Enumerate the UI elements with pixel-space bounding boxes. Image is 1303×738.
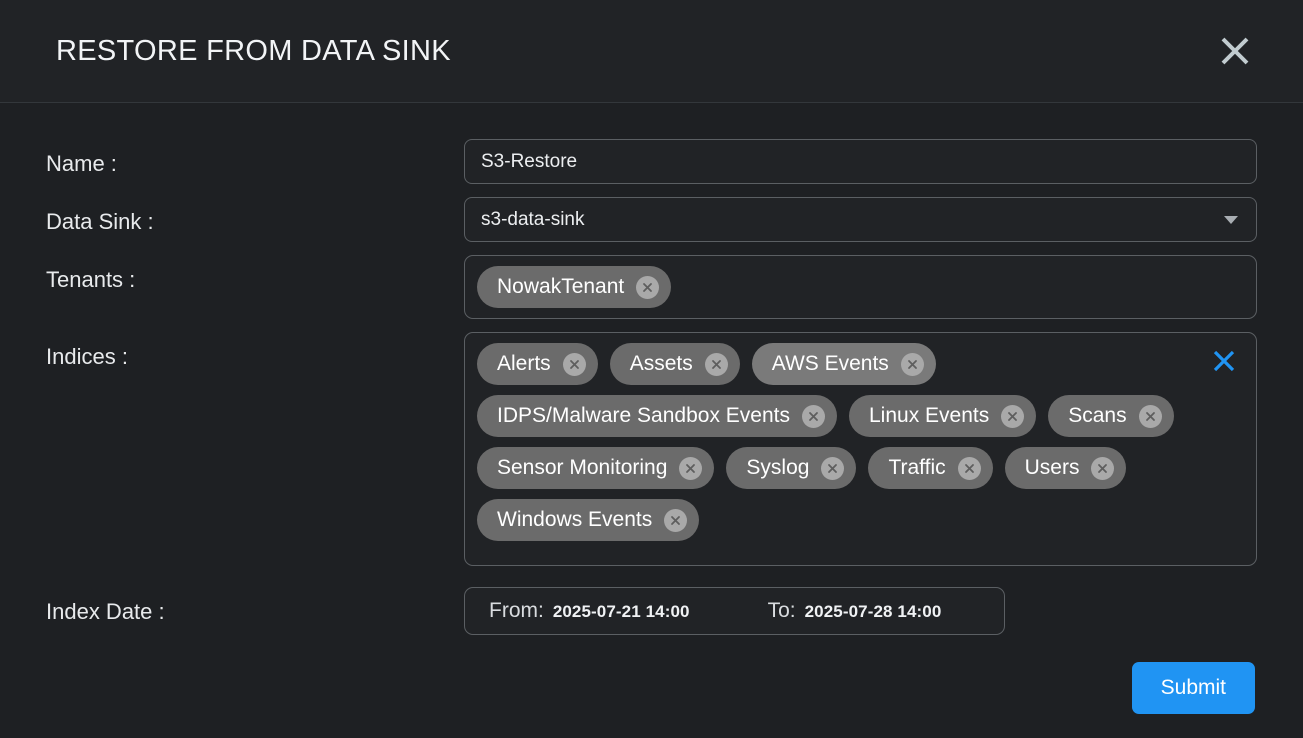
remove-circle-icon[interactable] [679,456,703,480]
field-row-name: Name : [46,139,1257,184]
chip-label: Windows Events [497,508,653,531]
tenants-chip-list: NowakTenant [477,266,1244,308]
date-from-value: 2025-07-21 14:00 [552,602,690,621]
tenants-chip-container[interactable]: NowakTenant [464,255,1257,319]
remove-circle-icon[interactable] [636,275,660,299]
date-from-caption: From: [489,599,544,622]
chip-label: Linux Events [868,404,990,427]
tenants-label: Tenants : [46,267,136,292]
tenants-control: NowakTenant [464,255,1257,319]
chip-label: IDPS/Malware Sandbox Events [497,404,790,427]
chip-label: AWS Events [771,352,889,375]
chip-label: NowakTenant [497,275,625,298]
page-title: RESTORE FROM DATA SINK [56,34,451,67]
chip-label: Sensor Monitoring [497,456,668,479]
chip-label: Traffic [888,456,946,479]
field-row-index-date: Index Date : From: 2025-07-21 14:00 To: … [46,587,1255,635]
index-date-control: From: 2025-07-21 14:00 To: 2025-07-28 14… [464,587,1255,635]
chip[interactable]: Linux Events [848,395,1037,437]
clear-all-x-icon [1210,347,1238,380]
remove-circle-icon[interactable] [704,352,728,376]
chip-label: Syslog [746,456,810,479]
close-icon [1217,33,1253,69]
chip[interactable]: Scans [1048,395,1174,437]
data-sink-control: s3-data-sink [464,197,1257,242]
indices-label: Indices : [46,344,128,369]
name-control [464,139,1257,184]
data-sink-select[interactable]: s3-data-sink [464,197,1257,242]
name-label: Name : [46,151,117,176]
date-to-value: 2025-07-28 14:00 [804,602,942,621]
remove-circle-icon[interactable] [562,352,586,376]
remove-circle-icon[interactable] [900,352,924,376]
remove-circle-icon[interactable] [664,508,688,532]
data-sink-selected-value: s3-data-sink [481,208,585,230]
date-to-caption: To: [767,599,796,622]
chip[interactable]: NowakTenant [477,266,672,308]
chip[interactable]: Sensor Monitoring [477,447,715,489]
chip[interactable]: Users [1004,447,1127,489]
chip-label: Alerts [497,352,551,375]
data-sink-label: Data Sink : [46,209,154,234]
chip[interactable]: Traffic [868,447,993,489]
remove-circle-icon[interactable] [957,456,981,480]
index-date-label: Index Date : [46,599,165,624]
chip-label: Users [1024,456,1080,479]
field-row-tenants: Tenants : NowakTenant [46,255,1257,319]
clear-all-indices-button[interactable] [1209,348,1239,378]
remove-circle-icon[interactable] [1001,404,1025,428]
dialog-body: Name : Data Sink : s3-data-sink Tenants … [0,103,1303,738]
chip-label: Scans [1068,404,1127,427]
date-from[interactable]: From: 2025-07-21 14:00 [489,599,690,623]
remove-circle-icon[interactable] [801,404,825,428]
chip-label: Assets [629,352,693,375]
dialog-header: RESTORE FROM DATA SINK [0,0,1303,103]
chip[interactable]: Syslog [726,447,857,489]
index-date-range-picker[interactable]: From: 2025-07-21 14:00 To: 2025-07-28 14… [464,587,1005,635]
close-button[interactable] [1209,25,1261,77]
chip[interactable]: Assets [609,343,740,385]
date-to[interactable]: To: 2025-07-28 14:00 [768,599,942,623]
remove-circle-icon[interactable] [1138,404,1162,428]
remove-circle-icon[interactable] [1091,456,1115,480]
chip[interactable]: Windows Events [477,499,700,541]
name-input[interactable] [464,139,1257,184]
chevron-down-icon [1224,215,1238,224]
chip[interactable]: Alerts [477,343,598,385]
chip[interactable]: IDPS/Malware Sandbox Events [477,395,837,437]
dialog-footer: Submit [1131,662,1255,714]
chip[interactable]: AWS Events [751,343,936,385]
submit-button[interactable]: Submit [1131,662,1255,714]
remove-circle-icon[interactable] [821,456,845,480]
field-row-data-sink: Data Sink : s3-data-sink [46,197,1257,242]
